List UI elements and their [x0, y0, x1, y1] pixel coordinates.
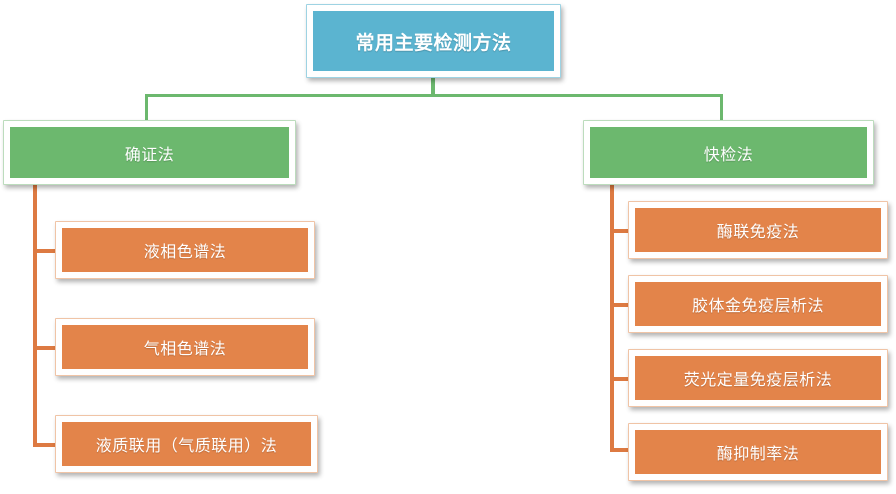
connector-right-stub-1	[610, 229, 632, 233]
connector-root-horizontal	[145, 94, 723, 97]
node-leaf-enzyme-inhibition[interactable]: 酶抑制率法	[628, 423, 888, 481]
node-root-fill: 常用主要检测方法	[311, 9, 556, 73]
node-leaf-elisa[interactable]: 酶联免疫法	[628, 201, 888, 259]
node-leaf-liquid-chromatography-label: 液相色谱法	[143, 242, 227, 261]
node-leaf-enzyme-inhibition-label: 酶抑制率法	[716, 444, 800, 463]
node-leaf-lcms-gcms[interactable]: 液质联用（气质联用）法	[55, 415, 318, 473]
node-leaf-colloidal-gold-label: 胶体金免疫层析法	[691, 296, 824, 315]
connector-right-stub-4	[610, 448, 632, 452]
node-leaf-colloidal-gold-fill: 胶体金免疫层析法	[633, 280, 883, 328]
node-leaf-colloidal-gold[interactable]: 胶体金免疫层析法	[628, 275, 888, 333]
connector-branch-right-drop	[720, 94, 723, 120]
node-leaf-elisa-label: 酶联免疫法	[716, 222, 800, 241]
node-branch-rapid[interactable]: 快检法	[583, 120, 874, 185]
connector-left-stub-2	[33, 346, 57, 350]
node-branch-confirmatory[interactable]: 确证法	[3, 120, 296, 185]
node-branch-rapid-fill: 快检法	[588, 125, 869, 180]
node-leaf-gas-chromatography[interactable]: 气相色谱法	[55, 318, 315, 376]
connector-right-stub-3	[610, 377, 632, 381]
node-branch-confirmatory-fill: 确证法	[8, 125, 291, 180]
connector-branch-left-drop	[145, 94, 148, 120]
node-root-label: 常用主要检测方法	[355, 31, 512, 54]
connector-left-spine	[33, 185, 37, 447]
node-leaf-lcms-gcms-label: 液质联用（气质联用）法	[95, 436, 278, 455]
node-branch-rapid-label: 快检法	[703, 144, 754, 164]
node-leaf-fluorescence-quantitative[interactable]: 荧光定量免疫层析法	[628, 349, 888, 407]
node-leaf-gas-chromatography-fill: 气相色谱法	[60, 323, 310, 371]
connector-left-stub-1	[33, 249, 57, 253]
node-leaf-fluorescence-quantitative-label: 荧光定量免疫层析法	[683, 370, 833, 389]
node-leaf-elisa-fill: 酶联免疫法	[633, 206, 883, 254]
node-root[interactable]: 常用主要检测方法	[306, 4, 561, 78]
node-leaf-fluorescence-quantitative-fill: 荧光定量免疫层析法	[633, 354, 883, 402]
node-leaf-gas-chromatography-label: 气相色谱法	[143, 339, 227, 358]
node-leaf-liquid-chromatography[interactable]: 液相色谱法	[55, 221, 315, 279]
connector-right-spine	[610, 185, 614, 451]
node-branch-confirmatory-label: 确证法	[124, 144, 175, 164]
node-leaf-liquid-chromatography-fill: 液相色谱法	[60, 226, 310, 274]
connector-root-stem	[431, 78, 435, 96]
connector-right-stub-2	[610, 303, 632, 307]
node-leaf-lcms-gcms-fill: 液质联用（气质联用）法	[60, 420, 313, 468]
connector-left-stub-3	[33, 443, 57, 447]
node-leaf-enzyme-inhibition-fill: 酶抑制率法	[633, 428, 883, 476]
